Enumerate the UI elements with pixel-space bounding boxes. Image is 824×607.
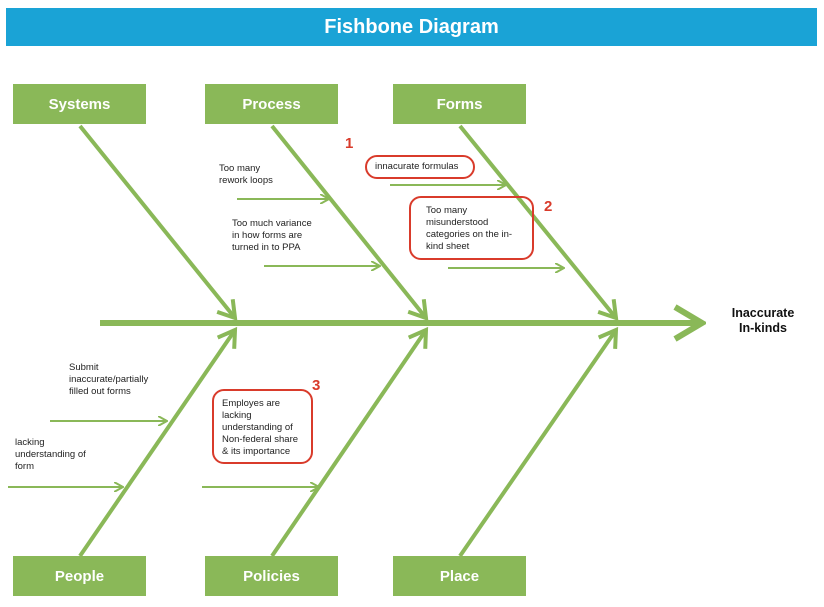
branch-policies <box>270 326 429 558</box>
callout-marker-2: 2 <box>544 198 553 215</box>
callout-3 <box>212 389 313 464</box>
cause-text-line: rework loops <box>219 175 273 186</box>
category-people: People <box>13 556 146 596</box>
branch-forms <box>458 124 619 321</box>
cause-text-line: misunderstood <box>426 217 489 228</box>
cause-people-1: Submit inaccurate/partially filled out f… <box>69 362 148 398</box>
cause-text-line: Too many <box>426 205 468 216</box>
cause-text-line: understanding of <box>15 449 86 460</box>
branch-systems <box>78 124 238 321</box>
cause-text-line: Too many <box>219 163 261 174</box>
cause-forms-2: Too many misunderstood categories on the… <box>426 205 512 253</box>
callout-1 <box>365 155 475 179</box>
category-forms-label: Forms <box>436 95 483 113</box>
callout-marker-3: 3 <box>312 377 321 394</box>
cause-text-line: Submit <box>69 362 99 373</box>
cause-text-line: understanding of <box>222 422 293 433</box>
category-policies: Policies <box>205 556 338 596</box>
category-place-label: Place <box>439 567 480 585</box>
callout-2 <box>409 196 534 260</box>
cause-text-line: kind sheet <box>426 241 470 252</box>
category-systems-label: Systems <box>48 95 111 113</box>
cause-people-2: lacking understanding of form <box>15 437 86 473</box>
category-policies-label: Policies <box>243 567 300 585</box>
cause-text-line: filled out forms <box>69 386 131 397</box>
cause-text-line: Too much variance <box>232 218 312 229</box>
cause-text-line: inaccurate/partially <box>69 374 149 385</box>
cause-text-line: Employes are <box>222 398 281 409</box>
effect-label: Inaccurate In-kinds <box>718 306 808 336</box>
category-process-label: Process <box>242 95 301 113</box>
cause-policies-1: Employes are lacking understanding of No… <box>222 398 298 458</box>
callout-marker-1: 1 <box>345 135 354 152</box>
category-process: Process <box>205 84 338 124</box>
category-forms: Forms <box>393 84 526 124</box>
effect-line-1: Inaccurate <box>731 306 795 320</box>
cause-text-line: form <box>15 461 34 472</box>
cause-text-line: Non-federal share <box>222 434 299 445</box>
cause-forms-1: innacurate formulas <box>375 161 458 173</box>
cause-process-1: Too many rework loops <box>219 163 273 187</box>
category-people-label: People <box>54 567 105 585</box>
cause-text-line: in how forms are <box>232 230 303 241</box>
cause-text-line: & its importance <box>222 446 291 457</box>
title-bar: Fishbone Diagram <box>6 8 817 46</box>
branch-process <box>270 124 429 321</box>
cause-text-line: lacking <box>222 410 252 421</box>
cause-process-2: Too much variance in how forms are turne… <box>232 218 312 254</box>
branch-people <box>78 326 238 558</box>
category-systems: Systems <box>13 84 146 124</box>
cause-text-line: innacurate formulas <box>375 161 459 172</box>
category-place: Place <box>393 556 526 596</box>
cause-text-line: turned in to PPA <box>232 242 301 253</box>
cause-text-line: categories on the in- <box>426 229 513 240</box>
effect-line-2: In-kinds <box>739 321 787 335</box>
cause-text-line: lacking <box>15 437 45 448</box>
branch-place <box>458 326 619 558</box>
diagram-title: Fishbone Diagram <box>324 15 499 38</box>
